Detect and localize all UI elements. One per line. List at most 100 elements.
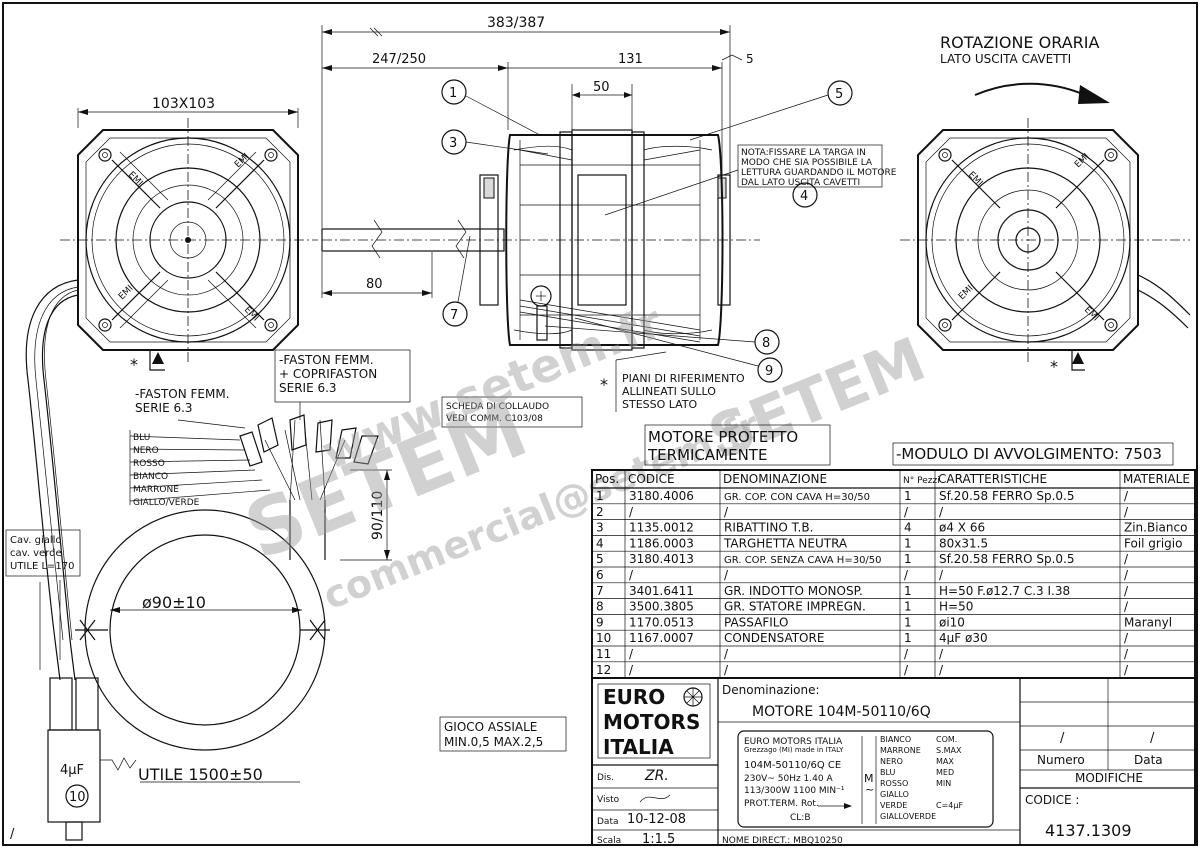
bom-cell: H=50 [939,600,973,614]
date-value: 10-12-08 [627,812,686,827]
bom-cell: 1186.0003 [629,536,694,550]
emi-label: EMI [1082,305,1100,323]
wire-color-label: ROSSO [133,459,165,469]
bom-cell: / [629,663,634,677]
revisions-header: MODIFICHE [1075,771,1143,785]
bom-cell: / [1124,584,1129,598]
bom-cell: 11 [596,647,611,661]
bom-cell: H=50 F.ø12.7 C.3 I.38 [939,584,1070,598]
asterisk-mark: * [1050,357,1058,376]
revision-slash: / [1150,731,1155,746]
note-piani-line2: ALLINEATI SULLO [622,385,716,398]
bom-cell: GR. INDOTTO MONOSP. [724,584,863,598]
bom-cell: 3180.4006 [629,489,694,503]
bom-cell: / [1124,631,1129,645]
bom-cell: TARGHETTA NEUTRA [723,536,848,550]
company-logo: EURO MOTORS ITALIA [597,683,711,759]
note-scheda-line1: SCHEDA DI COLLAUDO [446,402,549,412]
plate-wire-function: MAX [936,757,954,766]
denomination-label: Denominazione: [722,683,820,697]
bom-cell: 10 [596,631,611,645]
asterisk-mark: * [600,375,608,394]
plate-wire-color: GIALLOVERDE [880,812,936,821]
bom-cell: / [1124,647,1129,661]
wire-color-label: GIALLO/VERDE [133,498,200,508]
bom-cell: Maranyl [1124,615,1172,629]
drawn-by-label: Dis. [597,773,614,783]
dim-body: 131 [618,52,643,67]
denomination-value: MOTORE 104M-50110/6Q [752,704,931,720]
plate-wire-color: ROSSO [880,779,908,788]
bom-cell: GR. COP. SENZA CAVA H=30/50 [724,555,882,566]
bom-cell: PASSAFILO [724,615,789,629]
note-targa-line4: DAL LATO USCITA CAVETTI [741,178,860,188]
checked-signature [639,794,671,803]
plate-wire-color: BIANCO [880,735,911,744]
bom-cell: 9 [596,615,604,629]
dim-square: 103X103 [152,96,215,112]
emi-label: EMI [1073,152,1091,170]
plate-wire-function: C=4μF [936,801,963,810]
svg-text:230V~ 50Hz 1.40 A: 230V~ 50Hz 1.40 A [744,774,833,784]
callout-7: 7 [442,235,471,327]
bom-cell: / [939,663,944,677]
note-faston-2c: SERIE 6.3 [279,381,337,395]
bom-cell: / [939,505,944,519]
svg-text:EURO MOTORS ITALIA: EURO MOTORS ITALIA [744,737,843,747]
note-faston-1b: SERIE 6.3 [135,401,193,415]
code-label: CODICE : [1025,793,1079,807]
bom-row: 2///// [596,505,1129,519]
bom-cell: 1167.0007 [629,631,694,645]
bom-cell: Sf.20.58 FERRO Sp.0.5 [939,489,1075,503]
rotation-subtitle: LATO USCITA CAVETTI [940,52,1071,66]
bom-cell: Foil grigio [1124,536,1182,550]
note-scheda-line2: VEDI COMM. C103/08 [446,414,543,424]
bom-cell: 3180.4013 [629,552,694,566]
bom-cell: 2 [596,505,604,519]
bom-cell: GR. COP. CON CAVA H=30/50 [724,492,870,503]
dim-overall: 383/387 [487,15,545,31]
bom-cell: / [629,568,634,582]
bom-cell: 1170.0513 [629,615,694,629]
dim-util: UTILE 1500±50 [138,765,263,784]
note-cav-line3: UTILE L=170 [10,561,74,572]
bom-cell: / [1124,489,1129,503]
bom-cell: CONDENSATORE [724,631,824,645]
plate-wire-function: MED [936,768,954,777]
bom-cell: 12 [596,663,611,677]
bom-cell: 8 [596,600,604,614]
svg-text:113/300W 1100 MIN⁻¹: 113/300W 1100 MIN⁻¹ [744,786,845,796]
bom-cell: / [904,505,909,519]
wire-color-label: MARRONE [133,485,179,495]
plate-wire-color: BLU [880,768,896,777]
bom-cell: 1 [904,631,912,645]
bom-header-cell: Pos. [595,472,619,486]
plate-wire-color: MARRONE [880,746,921,755]
bom-cell: 6 [596,568,604,582]
bom-cell: / [1124,552,1129,566]
svg-text:9: 9 [765,364,773,379]
bom-cell: / [939,568,944,582]
bom-cell: 3401.6411 [629,584,694,598]
dim-stack: 50 [593,80,610,95]
revision-number-header: Numero [1037,753,1085,767]
note-cav-line2: cav. verde [10,548,62,559]
bom-cell: 1 [904,489,912,503]
bom-cell: 1 [904,615,912,629]
header-notes: MOTORE PROTETTO TERMICAMENTE -MODULO DI … [644,424,1174,466]
svg-text:7: 7 [450,308,458,323]
bom-header-cell: DENOMINAZIONE [723,472,827,486]
plate-wire-color: VERDE [880,801,907,810]
front-view-right: EMI EMI EMI EMI * ROTAZIONE ORARIA LATO … [900,33,1191,376]
bom-cell: / [1124,505,1129,519]
bom-cell: / [724,647,729,661]
callout-8: 8 [544,325,780,355]
dim-shaft: 80 [366,277,383,292]
bom-cell: 1 [596,489,604,503]
svg-text:Grezzago (MI) made in ITALY: Grezzago (MI) made in ITALY [744,746,844,754]
bom-cell: / [1124,600,1129,614]
